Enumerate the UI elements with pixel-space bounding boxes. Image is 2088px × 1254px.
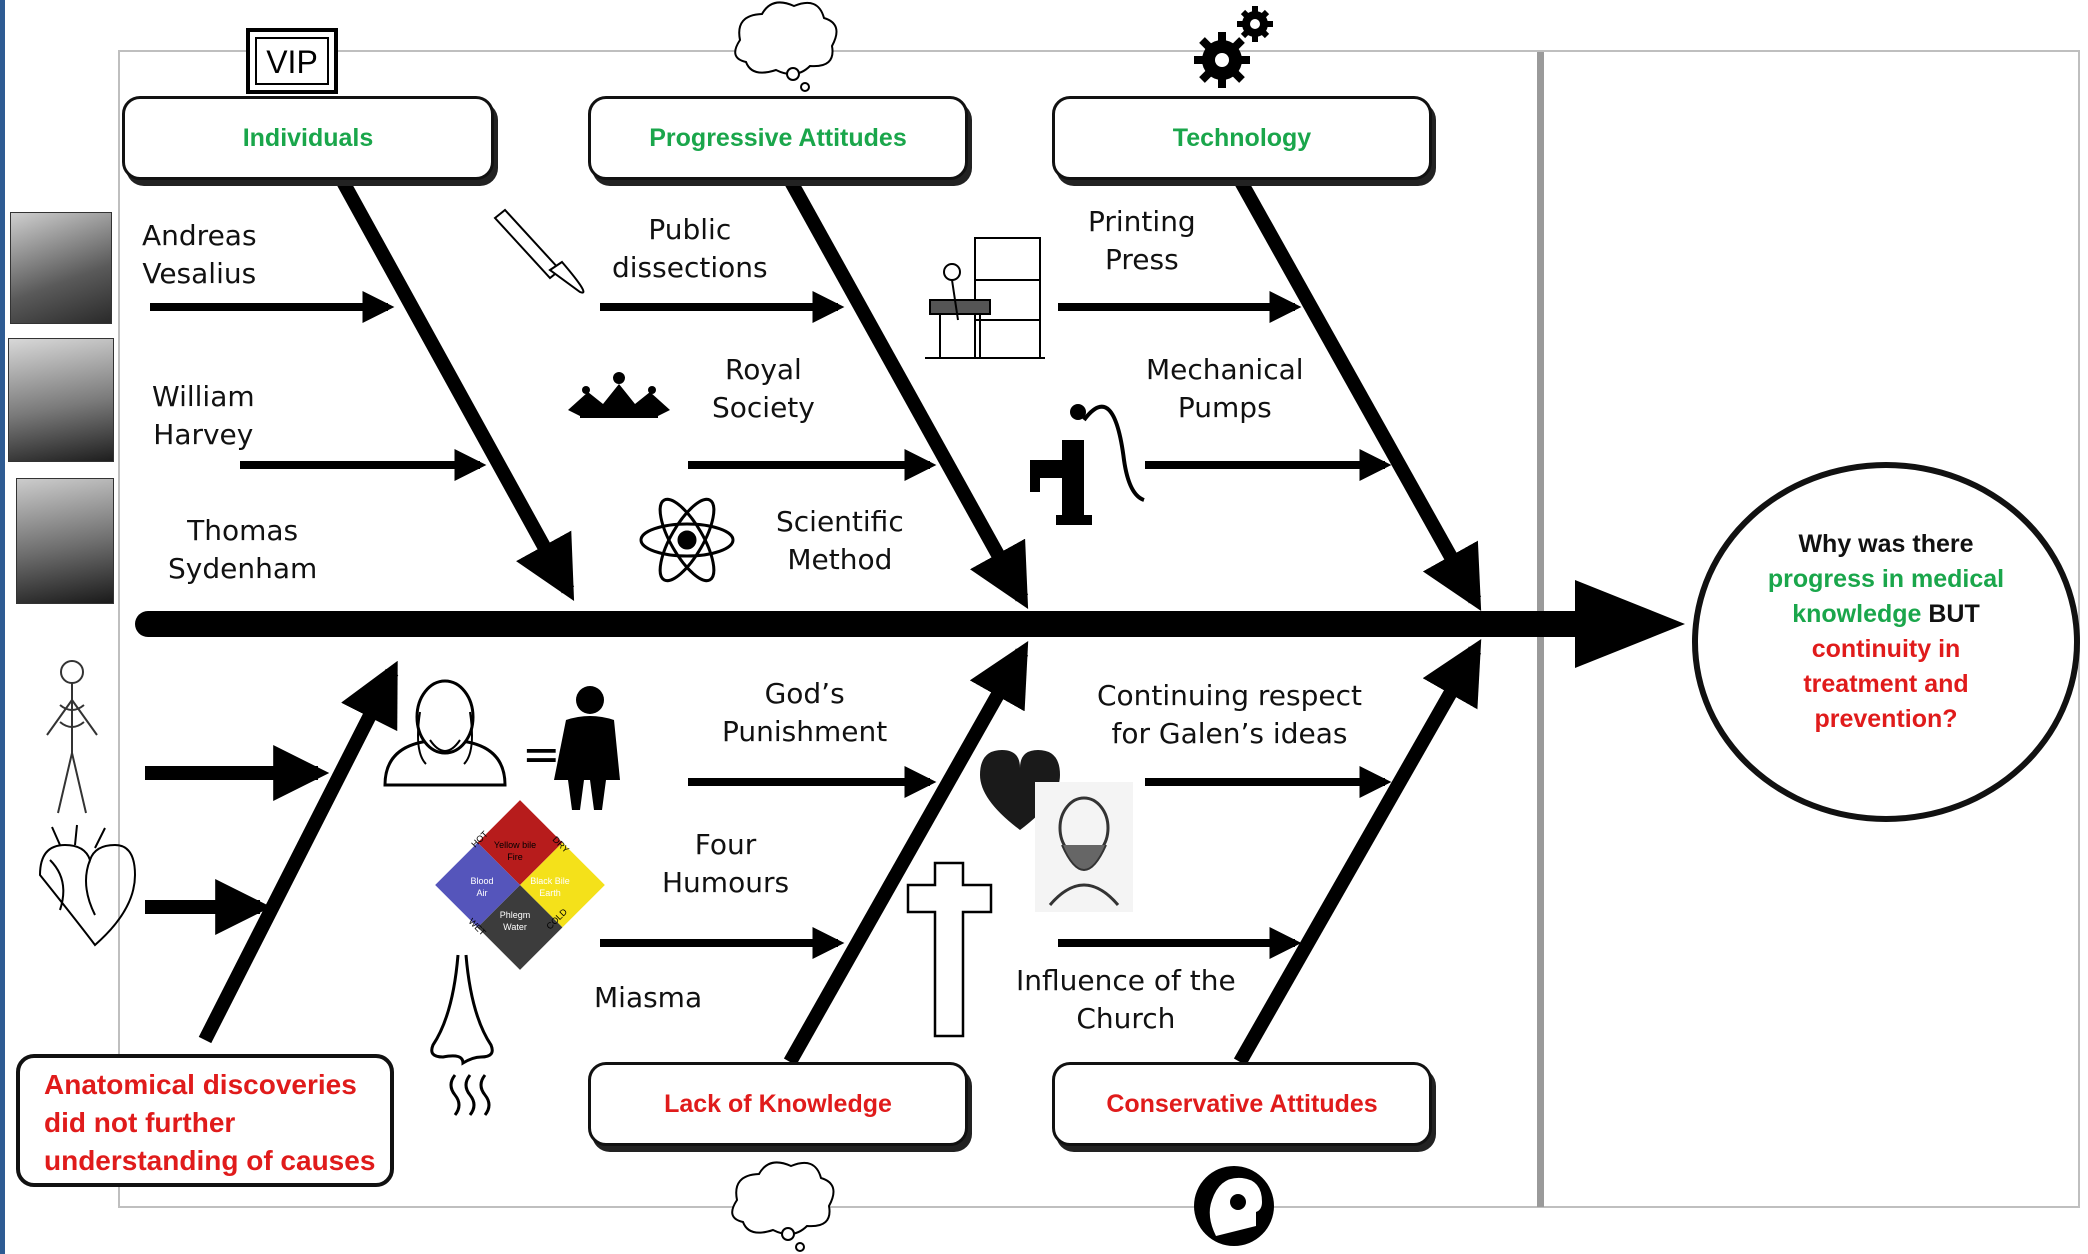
cause-line: Thomas [187,514,299,547]
cause-line: Vesalius [142,257,257,290]
category-progressive-attitudes: Progressive Attitudes [588,96,968,180]
question-line: progress in medical [1767,565,2005,593]
humour-blood-label: Blood [470,876,493,886]
note-line: did not further [44,1107,236,1138]
humour-black-label: Black Bile [530,876,570,886]
question-circle: Why was there progress in medical knowle… [1692,462,2080,822]
humour-blood-sub: Air [477,888,488,898]
cause-vesalius: Andreas Vesalius [142,217,257,293]
anatomical-note: Anatomical discoveries did not further u… [16,1054,394,1187]
cause-line: William [152,380,255,413]
head-brain-icon [1194,1166,1274,1246]
bone-progressive [783,176,1029,610]
cause-sydenham: Thomas Sydenham [168,512,317,588]
anatomy-figure-icon [46,660,98,814]
cause-printing-press: Printing Press [1088,203,1196,279]
cause-line: Continuing respect [1097,679,1362,712]
cause-line: Punishment [722,715,888,748]
scalpel-icon [493,208,585,294]
gears-icon [1194,6,1273,88]
cross-icon [906,861,993,1038]
cause-line: Pumps [1177,391,1272,424]
cause-scientific-method: Scientific Method [776,503,904,579]
equals-sign: = [522,727,561,781]
bone-lack [783,641,1029,1066]
window-edge [0,0,5,1254]
bone-conservative [1233,639,1482,1066]
harvey-portrait [8,338,114,462]
cause-royal-society: Royal Society [712,351,815,427]
humour-phlegm-label: Phlegm [500,910,531,920]
crown-icon [568,372,670,418]
cause-miasma: Miasma [594,981,703,1014]
question-text: Why was there progress in medical knowle… [1768,527,2004,737]
humour-phlegm-sub: Water [503,922,527,932]
humour-black-sub: Earth [539,888,561,898]
category-conservative-attitudes: Conservative Attitudes [1052,1062,1432,1146]
category-technology: Technology [1052,96,1432,180]
cause-line: Sydenham [168,552,318,585]
cause-line: Church [1076,1002,1176,1035]
bone-technology [1233,176,1482,611]
sick-person-icon [554,686,620,810]
humour-yellow-label: Yellow bile [494,840,536,850]
thought-cloud-icon [734,1,838,92]
cause-line: Influence of the [1016,964,1236,997]
cause-galens-ideas: Continuing respect for Galen’s ideas [1097,677,1362,753]
cause-line: Humours [662,866,790,899]
cause-line: Scientific [776,505,904,538]
vip-icon: VIP [246,28,338,94]
cause-line: Method [787,543,893,576]
question-line: continuity in [1811,635,1961,663]
bone-anatomical [198,660,399,1044]
cause-line: Royal [725,353,802,386]
cause-line: Mechanical [1146,353,1304,386]
cause-line: dissections [612,251,768,284]
cause-line: Society [712,391,815,424]
cause-mechanical-pumps: Mechanical Pumps [1146,351,1304,427]
bone-individuals [335,176,575,602]
god-icon [383,679,507,787]
anatomical-heart-icon [38,824,137,947]
nose-icon [430,954,494,1116]
question-line: treatment and [1803,670,1969,698]
thought-cloud-icon [731,1161,835,1252]
cause-line: Public [648,213,732,246]
cause-influence-church: Influence of the Church [1016,962,1236,1038]
question-line: BUT [1921,600,1980,628]
cause-gods-punishment: God’s Punishment [722,675,887,751]
sydenham-portrait [16,478,114,604]
question-line: prevention? [1814,705,1958,733]
note-line: understanding of causes [44,1145,376,1176]
category-individuals: Individuals [122,96,494,180]
cause-line: Harvey [153,418,254,451]
cause-public-dissections: Public dissections [612,211,768,287]
category-lack-of-knowledge: Lack of Knowledge [588,1062,968,1146]
cause-four-humours: Four Humours [662,826,789,902]
spine-arrow [135,580,1685,668]
question-line: Why was there [1798,530,1974,558]
humour-yellow-sub: Fire [507,852,523,862]
cause-line: Press [1105,243,1179,276]
cause-line: Four [694,828,757,861]
note-line: Anatomical discoveries [44,1069,357,1100]
cause-line: Printing [1088,205,1196,238]
four-humours-chart [435,800,605,970]
cause-harvey: William Harvey [152,378,255,454]
atom-icon [639,497,735,583]
water-pump-icon [1030,404,1145,525]
cause-line: Andreas [142,219,257,252]
galen-portrait [1035,782,1133,912]
cause-line: for Galen’s ideas [1111,717,1348,750]
question-line: knowledge [1792,600,1922,628]
vesalius-portrait [10,212,112,324]
printing-press-icon [925,237,1045,359]
cause-line: God’s [764,677,845,710]
vip-text: VIP [266,44,318,80]
